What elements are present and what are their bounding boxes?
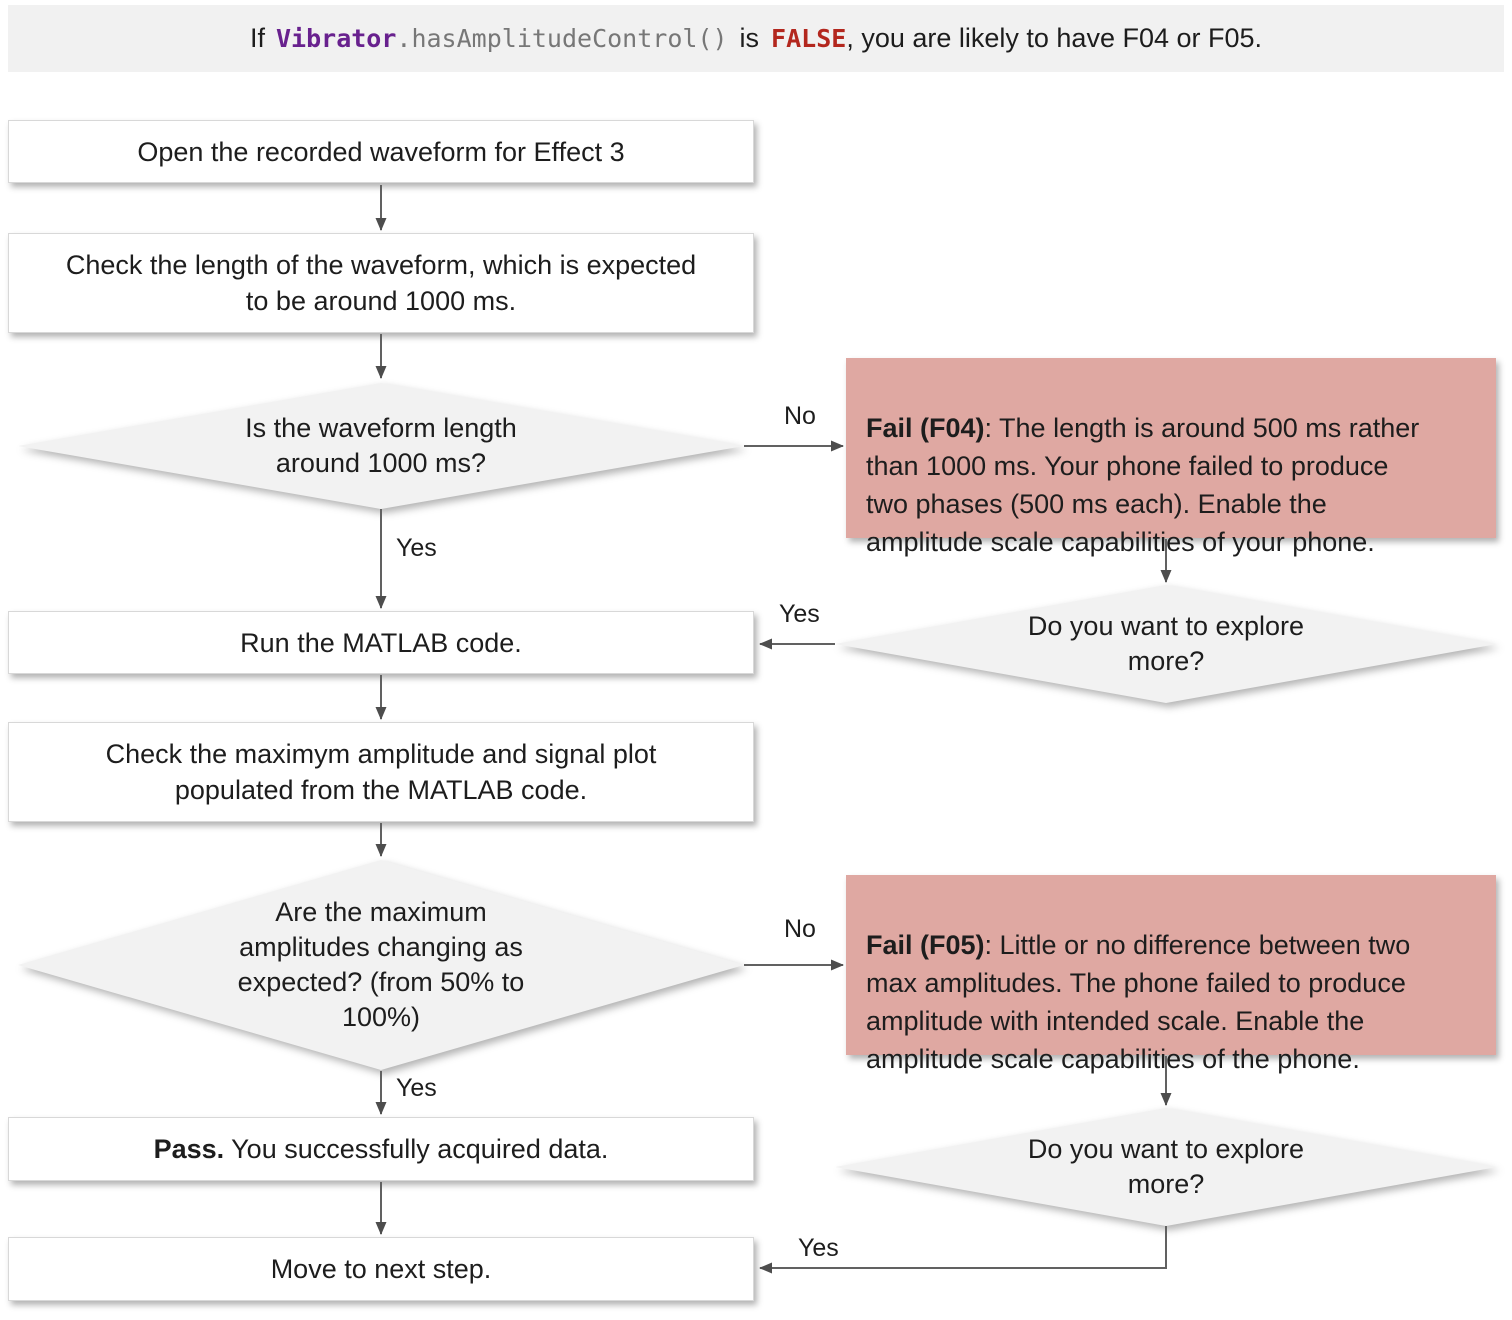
- banner-connector: is: [739, 23, 760, 53]
- node-open-waveform-label: Open the recorded waveform for Effect 3: [137, 136, 625, 167]
- banner-code-object: Vibrator: [275, 24, 397, 53]
- label-explore1-yes: Yes: [779, 600, 820, 628]
- label-length-yes: Yes: [396, 534, 437, 562]
- decision-explore-1-label: Do you want to explore more?: [1027, 611, 1305, 676]
- decision-amplitude: Are the maximum amplitudes changing as e…: [18, 860, 744, 1070]
- node-pass: Pass. You successfully acquired data.: [8, 1117, 754, 1181]
- node-run-matlab-label: Run the MATLAB code.: [240, 627, 522, 658]
- decision-amplitude-label: Are the maximum amplitudes changing as e…: [237, 897, 525, 1032]
- node-pass-lead: Pass.: [153, 1134, 225, 1164]
- node-fail-f05: Fail (F05): Little or no difference betw…: [846, 875, 1496, 1074]
- decision-explore-2-label: Do you want to explore more?: [1027, 1134, 1305, 1199]
- node-fail-f04: Fail (F04): The length is around 500 ms …: [846, 358, 1496, 557]
- label-length-no: No: [784, 402, 816, 430]
- node-check-amplitude-label: Check the maximym amplitude and signal p…: [105, 739, 657, 805]
- node-pass-text: You successfully acquired data.: [231, 1134, 609, 1164]
- decision-explore-2: Do you want to explore more?: [835, 1108, 1497, 1226]
- banner-prefix: If: [249, 23, 265, 53]
- node-run-matlab: Run the MATLAB code.: [8, 611, 754, 674]
- label-explore2-yes: Yes: [798, 1234, 839, 1262]
- decision-length: Is the waveform length around 1000 ms?: [18, 383, 744, 509]
- diamond-shape: [835, 1108, 1497, 1226]
- node-check-length-label: Check the length of the waveform, which …: [65, 250, 697, 316]
- node-fail-f04-lead: Fail (F04): [866, 413, 985, 443]
- node-open-waveform: Open the recorded waveform for Effect 3: [8, 120, 754, 183]
- diamond-shape: [18, 383, 744, 509]
- diamond-shape: [18, 860, 744, 1070]
- node-check-amplitude: Check the maximym amplitude and signal p…: [8, 722, 754, 822]
- node-move-next: Move to next step.: [8, 1237, 754, 1301]
- banner-code-value: FALSE: [771, 24, 847, 53]
- node-pass-label: Pass. You successfully acquired data.: [154, 1131, 609, 1167]
- label-amplitude-no: No: [784, 915, 816, 943]
- node-fail-f04-text: : The length is around 500 ms rather tha…: [866, 413, 1420, 557]
- banner-code-method: .hasAmplitudeControl(): [396, 24, 728, 53]
- node-fail-f05-lead: Fail (F05): [866, 930, 985, 960]
- decision-length-label: Is the waveform length around 1000 ms?: [245, 413, 517, 478]
- condition-banner: If Vibrator.hasAmplitudeControl() is FALSE,…: [8, 5, 1504, 72]
- node-check-length: Check the length of the waveform, which …: [8, 233, 754, 333]
- node-move-next-label: Move to next step.: [270, 1254, 492, 1284]
- decision-explore-1: Do you want to explore more?: [835, 585, 1497, 703]
- node-fail-f05-text: : Little or no difference between two ma…: [866, 930, 1411, 1074]
- label-amplitude-yes: Yes: [396, 1074, 437, 1102]
- banner-suffix: , you are likely to have F04 or F05.: [846, 23, 1263, 53]
- diamond-shape: [835, 585, 1497, 703]
